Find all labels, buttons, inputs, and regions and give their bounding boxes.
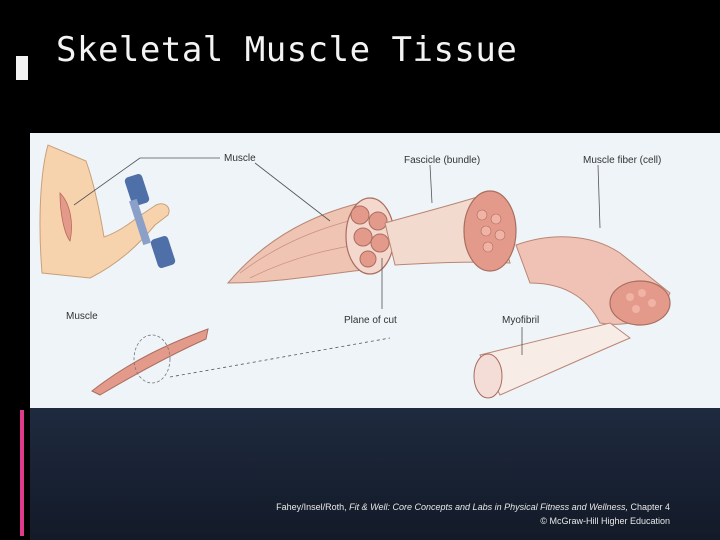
credit-chapter: Chapter 4 — [627, 502, 670, 512]
muscle-cross-section — [345, 197, 395, 275]
title-bullet-mark — [16, 56, 28, 80]
accent-bar — [20, 410, 24, 536]
figure-credit: Fahey/Insel/Roth, Fit & Well: Core Conce… — [110, 500, 670, 528]
label-muscle-left: Muscle — [66, 311, 98, 322]
credit-authors: Fahey/Insel/Roth, — [276, 502, 350, 512]
bottom-band — [30, 408, 720, 540]
small-muscle — [91, 328, 209, 396]
arm-illustration — [39, 144, 170, 279]
dumbbell-illustration — [124, 173, 176, 269]
muscle-fiber — [515, 236, 671, 326]
label-plane-of-cut: Plane of cut — [344, 315, 397, 326]
label-fascicle: Fascicle (bundle) — [404, 155, 480, 166]
muscle-diagram: Muscle Fascicle (bundle) Muscle fiber (c… — [30, 133, 720, 408]
left-bar — [0, 0, 30, 540]
credit-book-title: Fit & Well: Core Concepts and Labs in Ph… — [349, 502, 628, 512]
label-muscle-fiber: Muscle fiber (cell) — [583, 155, 661, 166]
muscle-diagram-svg: Muscle Fascicle (bundle) Muscle fiber (c… — [39, 144, 671, 399]
leader-lines — [73, 157, 601, 378]
fascicle — [384, 190, 517, 272]
slide-title: Skeletal Muscle Tissue — [56, 30, 518, 70]
credit-line-1: Fahey/Insel/Roth, Fit & Well: Core Conce… — [110, 500, 670, 514]
label-muscle-top: Muscle — [224, 153, 256, 164]
label-myofibril: Myofibril — [502, 315, 539, 326]
myofibril — [473, 322, 631, 399]
credit-copyright: © McGraw-Hill Higher Education — [540, 516, 670, 526]
